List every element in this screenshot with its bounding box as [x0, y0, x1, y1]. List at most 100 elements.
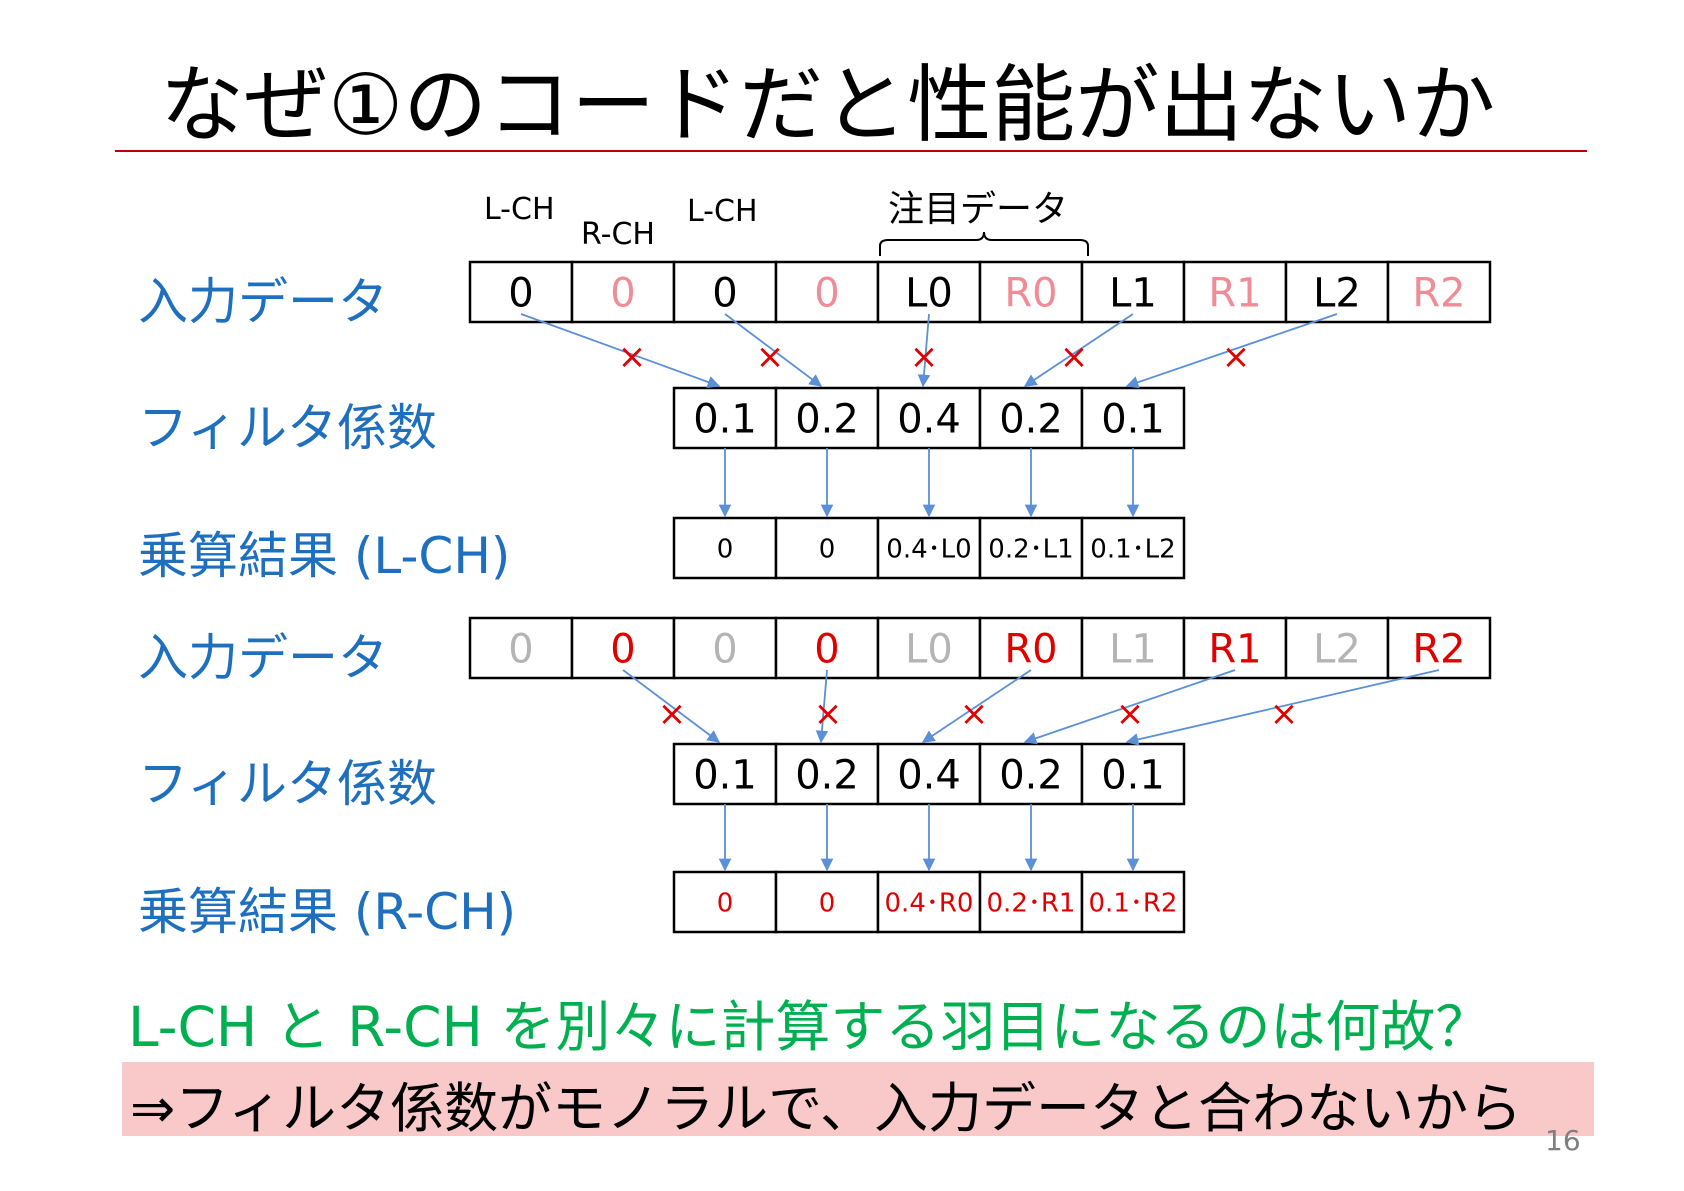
input-row2-value-8: L2 [1313, 626, 1361, 672]
arrow-input2-to-filter-1 [815, 669, 829, 744]
input-row1-cell-7 [1182, 260, 1288, 324]
input-row1-cell-4 [876, 260, 982, 324]
input-row2-value-5: R0 [1004, 626, 1057, 672]
input-row1-value-7: R1 [1208, 270, 1261, 316]
input-row1-value-3: 0 [814, 270, 839, 316]
input-row1-cell-2 [672, 260, 778, 324]
filter-row1-value-2: 0.4 [897, 396, 961, 442]
input-row2-cell-0 [468, 616, 574, 680]
row-label-input-1: 入力データ [138, 273, 388, 331]
input-row2-value-9: R2 [1412, 626, 1465, 672]
focus-brace [879, 231, 1089, 256]
row-label-input-2: 入力データ [138, 629, 388, 687]
result-r-value-3: 0.2･R1 [987, 888, 1076, 918]
title-underline [115, 150, 1587, 152]
input-row2-cell-2 [672, 616, 778, 680]
input-row2-value-3: 0 [814, 626, 839, 672]
input-row1-cell-6 [1080, 260, 1186, 324]
arrow-input1-to-filter-1 [724, 313, 823, 387]
result-r-value-1: 0 [819, 888, 836, 918]
filter-row2-value-2: 0.4 [897, 752, 961, 798]
arrow-input1-to-filter-4 [1125, 313, 1338, 389]
filter-row2-value-1: 0.2 [795, 752, 859, 798]
row-label-result-r: 乗算結果 (R-CH) [138, 883, 517, 941]
arrow-input2-to-filter-3 [1023, 669, 1236, 745]
result-l-value-1: 0 [819, 534, 836, 564]
row-label-result-l: 乗算結果 (L-CH) [138, 527, 511, 585]
input-row1-value-1: 0 [610, 270, 635, 316]
page-number: 16 [1545, 1124, 1581, 1157]
input-row2-cell-7 [1182, 616, 1288, 680]
input-row2-value-7: R1 [1208, 626, 1261, 672]
result-l-cell-3 [978, 516, 1084, 580]
result-l-cell-4 [1080, 516, 1186, 580]
filter-row1-value-4: 0.1 [1101, 396, 1165, 442]
arrow-input2-to-filter-2 [921, 669, 1032, 743]
result-l-value-2: 0.4･L0 [886, 534, 971, 564]
result-r-value-2: 0.4･R0 [885, 888, 974, 918]
filter-row1-value-0: 0.1 [693, 396, 757, 442]
input-row2-cell-8 [1284, 616, 1390, 680]
page-title: なぜ①のコードだと性能が出ないか [160, 56, 1496, 154]
answer-text: ⇒フィルタ係数がモノラルで、入力データと合わないから [130, 1077, 1523, 1140]
input-row2-value-4: L0 [905, 626, 953, 672]
input-row2-cell-6 [1080, 616, 1186, 680]
multiply-mark-1-0: × [618, 337, 647, 377]
answer-highlight [122, 1062, 1594, 1136]
arrow-input2-to-filter-4 [1125, 669, 1440, 746]
input-row2-cell-5 [978, 616, 1084, 680]
input-row2-value-2: 0 [712, 626, 737, 672]
multiply-mark-2-4: × [1270, 694, 1299, 734]
multiply-mark-2-1: × [814, 694, 843, 734]
row-label-filter-2: フィルタ係数 [138, 755, 437, 813]
multiply-mark-1-1: × [756, 337, 785, 377]
arrow-input2-to-filter-0 [622, 669, 721, 743]
result-r-cell-4 [1080, 870, 1186, 934]
input-row2-cell-3 [774, 616, 880, 680]
input-row1-value-0: 0 [508, 270, 533, 316]
input-row1-value-9: R2 [1412, 270, 1465, 316]
question-text: L-CH と R-CH を別々に計算する羽目になるのは何故？ [128, 995, 1491, 1059]
input-row1-value-2: 0 [712, 270, 737, 316]
input-row1-cell-9 [1386, 260, 1492, 324]
input-row1-value-5: R0 [1004, 270, 1057, 316]
result-r-value-0: 0 [717, 888, 734, 918]
input-row2-value-6: L1 [1109, 626, 1157, 672]
channel-label-l-ch-2: L-CH [687, 194, 758, 229]
multiply-mark-2-0: × [658, 694, 687, 734]
filter-row1-value-1: 0.2 [795, 396, 859, 442]
filter-row1-cell-2 [876, 386, 982, 450]
input-row2-cell-4 [876, 616, 982, 680]
multiply-mark-2-2: × [960, 694, 989, 734]
row-label-filter-1: フィルタ係数 [138, 399, 437, 457]
filter-row2-value-4: 0.1 [1101, 752, 1165, 798]
result-r-cell-3 [978, 870, 1084, 934]
multiply-mark-1-2: × [910, 337, 939, 377]
result-r-cell-0 [672, 870, 778, 934]
result-l-value-0: 0 [717, 534, 734, 564]
multiply-mark-1-3: × [1060, 337, 1089, 377]
arrow-input1-to-filter-3 [1023, 313, 1134, 387]
result-r-cell-2 [876, 870, 982, 934]
channel-label-r-ch: R-CH [581, 217, 655, 252]
result-l-value-4: 0.1･L2 [1090, 534, 1175, 564]
result-l-cell-1 [774, 516, 880, 580]
focus-data-label: 注目データ [888, 189, 1069, 230]
filter-row2-cell-2 [876, 742, 982, 806]
result-l-value-3: 0.2･L1 [988, 534, 1073, 564]
arrow-input1-to-filter-2 [917, 313, 931, 388]
input-row1-value-4: L0 [905, 270, 953, 316]
input-row2-value-1: 0 [610, 626, 635, 672]
multiply-mark-1-4: × [1222, 337, 1251, 377]
input-row2-value-0: 0 [508, 626, 533, 672]
filter-row1-value-3: 0.2 [999, 396, 1063, 442]
filter-row2-cell-4 [1080, 742, 1186, 806]
input-row1-cell-1 [570, 260, 676, 324]
filter-row2-value-3: 0.2 [999, 752, 1063, 798]
filter-row2-cell-3 [978, 742, 1084, 806]
arrow-input1-to-filter-0 [520, 313, 721, 389]
result-r-value-4: 0.1･R2 [1089, 888, 1178, 918]
input-row1-value-8: L2 [1313, 270, 1361, 316]
